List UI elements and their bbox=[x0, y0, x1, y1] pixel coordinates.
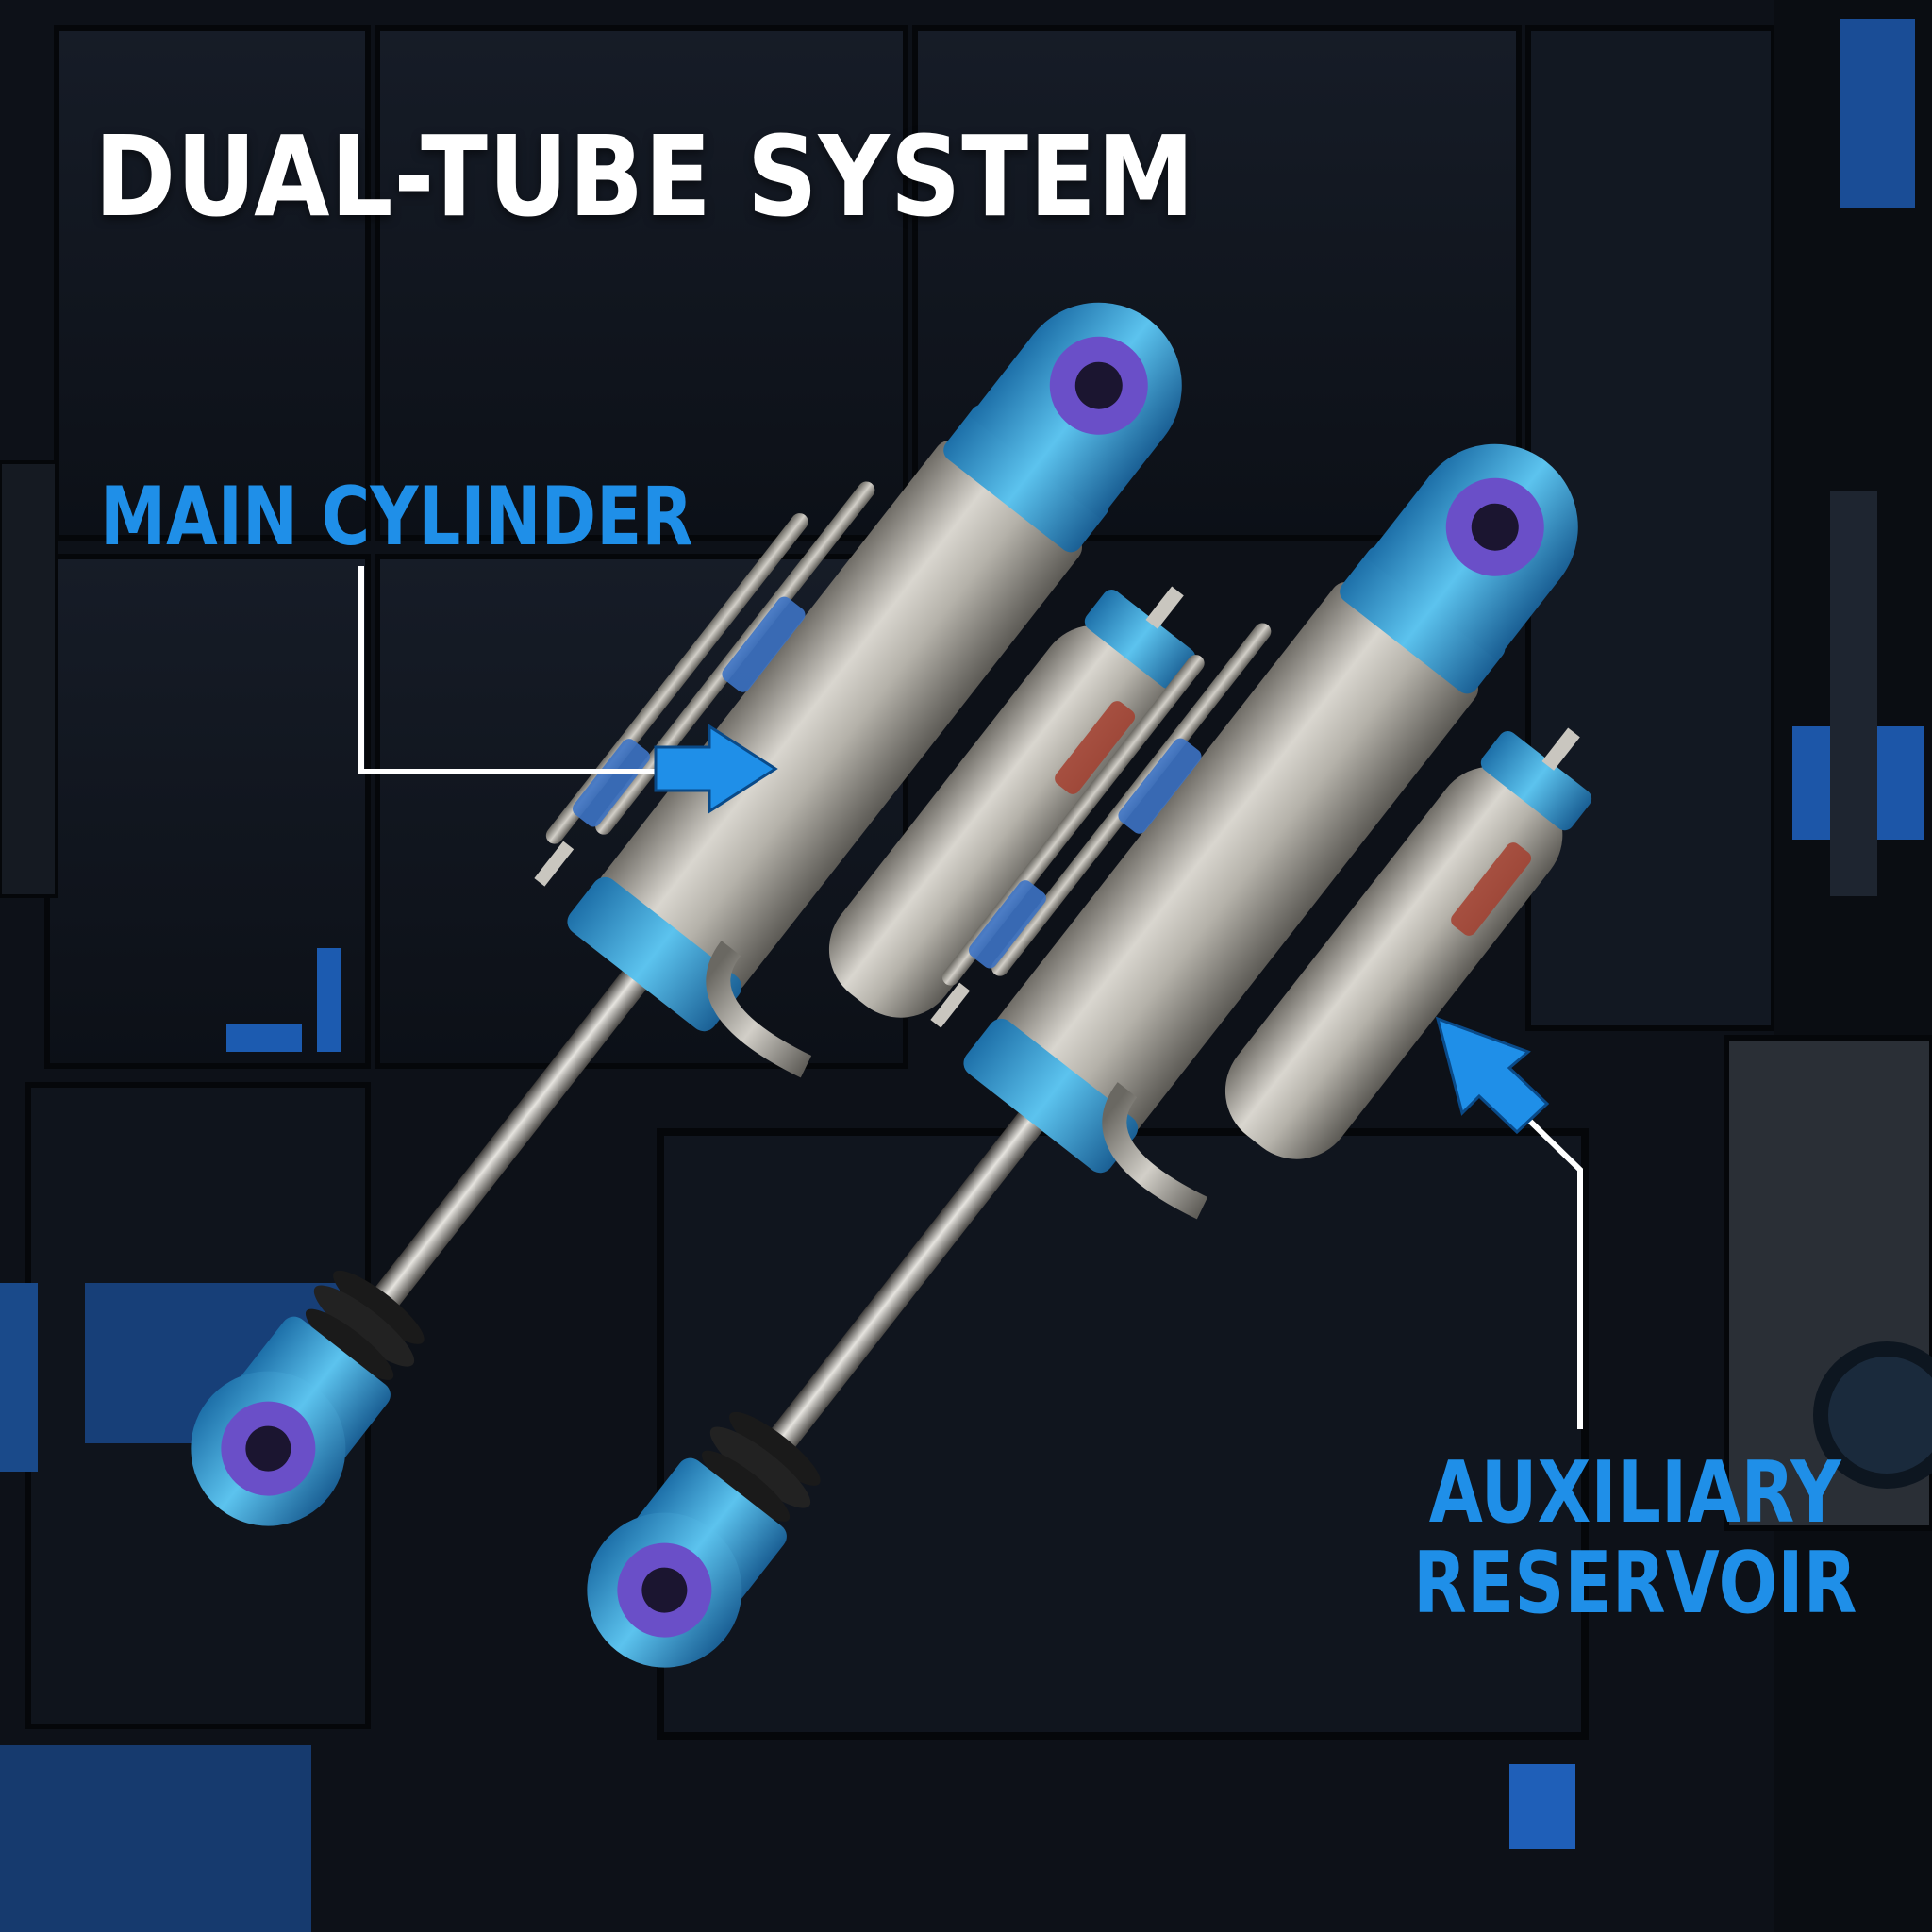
main-cylinder-callout bbox=[358, 566, 778, 814]
auxiliary-reservoir bbox=[1224, 727, 1592, 1159]
right-shock-absorber bbox=[587, 443, 1592, 1668]
main-cylinder bbox=[598, 441, 1082, 992]
piston-rod bbox=[366, 941, 670, 1317]
page-title: DUAL-TUBE SYSTEM bbox=[94, 111, 1196, 242]
piston-rod bbox=[762, 1082, 1066, 1458]
auxiliary-label-line2: RESERVOIR bbox=[1413, 1534, 1857, 1633]
auxiliary-reservoir bbox=[828, 586, 1196, 1018]
arrow-right-icon bbox=[654, 724, 778, 814]
auxiliary-label-line1: AUXILIARY bbox=[1428, 1443, 1841, 1542]
arrow-up-left-icon bbox=[1435, 1016, 1550, 1135]
main-cylinder bbox=[994, 582, 1478, 1134]
auxiliary-reservoir-callout bbox=[1435, 1016, 1583, 1429]
auxiliary-reservoir-label: AUXILIARY RESERVOIR bbox=[1413, 1448, 1857, 1629]
main-cylinder-label: MAIN CYLINDER bbox=[100, 470, 693, 564]
